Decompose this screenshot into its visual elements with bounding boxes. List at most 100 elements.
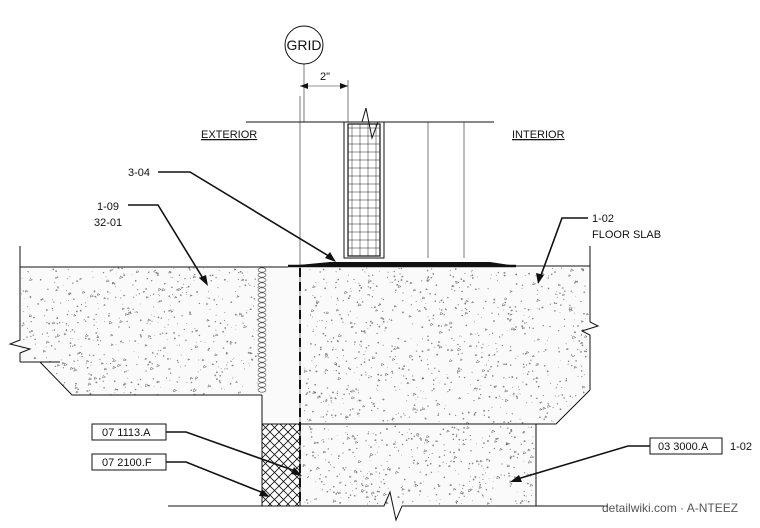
concrete-speckle <box>230 343 232 345</box>
concrete-speckle <box>518 389 520 391</box>
sealant-segment <box>257 317 267 323</box>
concrete-speckle <box>467 393 469 394</box>
concrete-speckle <box>361 484 364 487</box>
concrete-speckle <box>510 430 513 433</box>
concrete-speckle <box>450 381 452 384</box>
concrete-speckle <box>461 314 464 317</box>
concrete-speckle <box>499 407 501 408</box>
concrete-aggregate <box>570 268 575 272</box>
concrete-speckle <box>438 382 440 384</box>
sealant-segment <box>257 307 267 313</box>
concrete-aggregate <box>571 335 577 339</box>
concrete-speckle <box>217 378 219 380</box>
concrete-speckle <box>356 317 358 319</box>
concrete-speckle <box>375 352 378 354</box>
concrete-speckle <box>377 407 379 410</box>
concrete-speckle <box>227 281 229 282</box>
concrete-speckle <box>557 329 560 332</box>
concrete-speckle <box>145 288 147 290</box>
concrete-speckle <box>542 408 544 410</box>
concrete-speckle <box>146 277 149 280</box>
concrete-speckle <box>224 327 227 329</box>
concrete-speckle <box>327 410 329 412</box>
concrete-aggregate <box>467 488 473 493</box>
concrete-speckle <box>71 314 73 315</box>
concrete-aggregate <box>509 349 513 352</box>
concrete-aggregate <box>68 353 72 357</box>
callout-07-2100-label: 07 2100.F <box>102 457 152 469</box>
concrete-speckle <box>134 388 137 391</box>
concrete-aggregate <box>525 350 530 354</box>
concrete-speckle <box>419 299 421 301</box>
concrete-speckle <box>150 337 152 339</box>
concrete-aggregate <box>527 448 532 452</box>
concrete-speckle <box>488 359 490 361</box>
concrete-speckle <box>427 456 430 459</box>
concrete-speckle <box>434 300 437 302</box>
concrete-speckle <box>345 416 348 419</box>
sealant-segment <box>257 362 267 368</box>
callout-07-1113: 07 1113.A <box>91 423 302 476</box>
concrete-speckle <box>479 484 482 486</box>
concrete-aggregate <box>187 358 191 361</box>
concrete-speckle <box>376 502 379 505</box>
concrete-speckle <box>151 363 153 365</box>
concrete-speckle <box>356 447 358 450</box>
concrete-speckle <box>248 348 250 349</box>
callout-03-3000-label: 03 3000.A <box>658 441 709 453</box>
concrete-speckle <box>342 452 344 454</box>
concrete-speckle <box>367 293 369 296</box>
concrete-speckle <box>309 269 311 271</box>
concrete-speckle <box>151 320 153 322</box>
concrete-speckle <box>382 344 384 346</box>
concrete-speckle <box>416 447 419 449</box>
concrete-speckle <box>381 439 383 441</box>
concrete-speckle <box>322 439 324 441</box>
concrete-speckle <box>145 369 147 371</box>
concrete-speckle <box>234 342 237 344</box>
concrete-speckle <box>565 379 568 382</box>
concrete-speckle <box>535 381 538 383</box>
concrete-speckle <box>470 384 471 385</box>
concrete-speckle <box>528 362 531 365</box>
concrete-speckle <box>69 292 72 295</box>
concrete-speckle <box>480 394 482 396</box>
concrete-speckle <box>39 278 42 281</box>
concrete-aggregate <box>144 344 148 347</box>
concrete-aggregate <box>45 340 50 344</box>
concrete-speckle <box>124 371 126 373</box>
concrete-speckle <box>464 273 466 275</box>
concrete-speckle <box>552 420 554 422</box>
concrete-aggregate <box>509 290 513 293</box>
concrete-speckle <box>391 418 394 421</box>
concrete-speckle <box>153 306 155 308</box>
concrete-speckle <box>113 380 116 383</box>
concrete-speckle <box>253 298 256 300</box>
concrete-aggregate <box>474 353 478 357</box>
concrete-speckle <box>515 283 518 285</box>
concrete-speckle <box>394 425 397 428</box>
concrete-speckle <box>419 494 421 496</box>
concrete-speckle <box>120 363 121 365</box>
concrete-speckle <box>476 443 477 445</box>
concrete-speckle <box>376 388 377 390</box>
concrete-speckle <box>481 494 484 497</box>
concrete-speckle <box>316 321 318 323</box>
concrete-speckle <box>514 357 516 359</box>
concrete-speckle <box>333 491 335 494</box>
concrete-speckle <box>356 301 359 304</box>
concrete-speckle <box>204 342 206 343</box>
concrete-speckle <box>348 449 350 451</box>
concrete-aggregate <box>490 365 493 368</box>
concrete-aggregate <box>480 356 484 359</box>
concrete-speckle <box>447 390 449 393</box>
concrete-speckle <box>457 367 460 370</box>
concrete-speckle <box>360 340 362 343</box>
concrete-speckle <box>115 344 117 346</box>
concrete-speckle <box>47 336 49 337</box>
concrete-speckle <box>398 267 400 270</box>
concrete-speckle <box>84 302 87 304</box>
concrete-speckle <box>153 271 155 273</box>
concrete-speckle <box>137 343 139 345</box>
concrete-speckle <box>242 322 244 324</box>
